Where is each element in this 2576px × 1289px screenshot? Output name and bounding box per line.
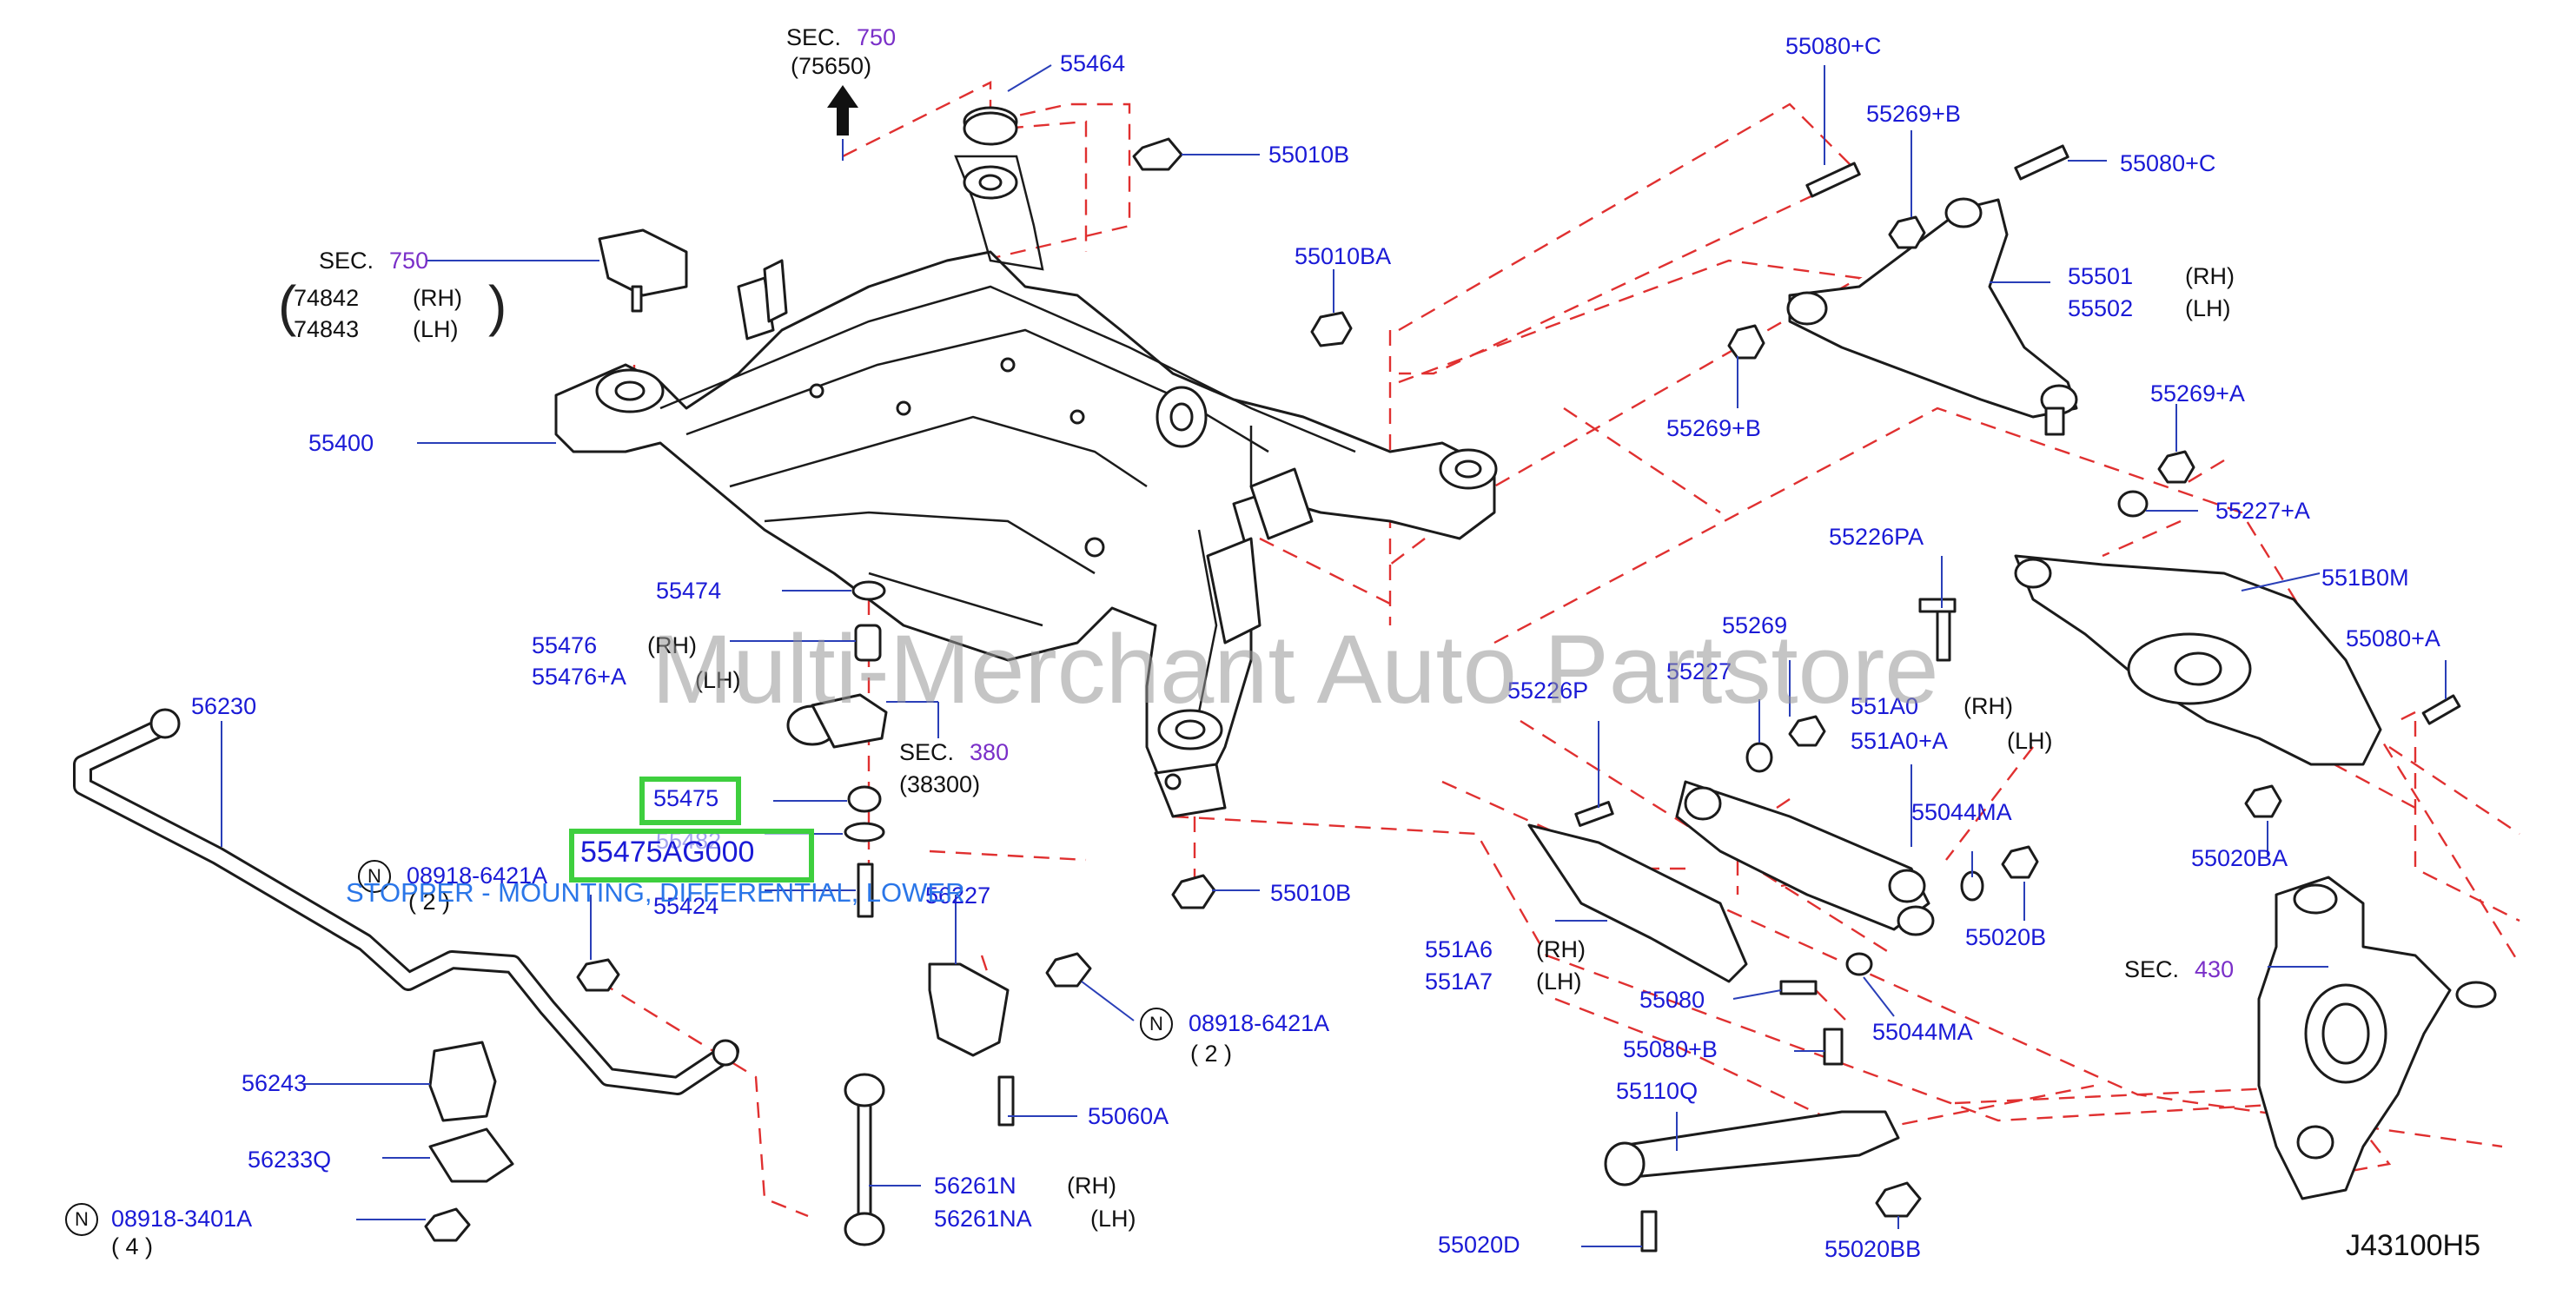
part-56243[interactable]: 56243 [242, 1070, 308, 1096]
paren-open-icon: ( [278, 274, 297, 337]
highlight-box-55475[interactable] [639, 777, 741, 825]
qty-2-right: ( 2 ) [1190, 1041, 1233, 1067]
part-08918-6421a-right[interactable]: 08918-6421A [1189, 1010, 1330, 1036]
part-55227a[interactable]: 55227+A [2215, 498, 2310, 524]
part-55476a[interactable]: 55476+A [532, 664, 626, 690]
part-55502[interactable]: 55502 [2068, 295, 2134, 321]
part-551a0[interactable]: 551A0 [1851, 693, 1919, 719]
lh-551a0a: (LH) [2007, 728, 2053, 754]
part-55400[interactable]: 55400 [308, 430, 374, 456]
section-sub-mid: (38300) [899, 771, 981, 797]
qty-4: ( 4 ) [111, 1233, 154, 1259]
part-55476[interactable]: 55476 [532, 632, 598, 658]
section-sub-top: (75650) [791, 53, 872, 79]
part-56261na[interactable]: 56261NA [934, 1206, 1032, 1232]
lh-55502: (LH) [2185, 295, 2231, 321]
diagram-code: J43100H5 [2345, 1229, 2480, 1262]
lh-55476a: (LH) [695, 667, 741, 693]
part-551a6[interactable]: 551A6 [1425, 936, 1493, 962]
section-ref-top[interactable]: SEC. 750 [786, 26, 896, 50]
section-label: SEC. [2124, 956, 2180, 982]
part-55060a[interactable]: 55060A [1088, 1103, 1169, 1129]
rh-551a0: (RH) [1963, 693, 2013, 719]
rh-551a6: (RH) [1536, 936, 1586, 962]
part-55501[interactable]: 55501 [2068, 263, 2134, 289]
part-08918-3401a[interactable]: 08918-3401A [111, 1206, 253, 1232]
part-55226pa[interactable]: 55226PA [1829, 524, 1924, 550]
part-55080[interactable]: 55080 [1639, 987, 1705, 1013]
part-56230[interactable]: 56230 [191, 693, 257, 719]
up-arrow [827, 85, 858, 136]
part-55044ma-2[interactable]: 55044MA [1872, 1019, 1973, 1045]
part-55269[interactable]: 55269 [1722, 612, 1788, 638]
part-55010b-bottom[interactable]: 55010B [1270, 880, 1352, 906]
part-55269a[interactable]: 55269+A [2150, 380, 2245, 407]
part-55474[interactable]: 55474 [656, 578, 722, 604]
part-55020bb[interactable]: 55020BB [1824, 1236, 1922, 1262]
part-55010b-top[interactable]: 55010B [1268, 142, 1350, 168]
part-55020b-right[interactable]: 55020B [1965, 924, 2047, 950]
rear-subframe [554, 106, 1498, 818]
section-ref-right[interactable]: SEC. 430 [2124, 958, 2234, 982]
part-55424[interactable]: 55424 [653, 893, 719, 919]
highlight-box-part-number[interactable] [569, 829, 814, 882]
highlight-part-number[interactable]: 55475AG000 [580, 836, 755, 869]
part-56233q[interactable]: 56233Q [248, 1147, 332, 1173]
qty-2-left: ( 2 ) [408, 889, 451, 915]
part-55080a[interactable]: 55080+A [2346, 625, 2440, 651]
part-551a7[interactable]: 551A7 [1425, 968, 1493, 995]
part-551b0m[interactable]: 551B0M [2321, 565, 2409, 591]
part-551a0a[interactable]: 551A0+A [1851, 728, 1948, 754]
part-56227[interactable]: 56227 [925, 882, 991, 909]
part-55464[interactable]: 55464 [1060, 50, 1126, 76]
section-ref-mid[interactable]: SEC. 380 [899, 741, 1009, 764]
lh-551a7: (LH) [1536, 968, 1582, 995]
part-55110q[interactable]: 55110Q [1616, 1078, 1699, 1104]
rh-56261n: (RH) [1067, 1173, 1116, 1199]
n-circle-icon-right: N [1140, 1008, 1173, 1041]
part-55227[interactable]: 55227 [1666, 658, 1732, 684]
part-55269b-1[interactable]: 55269+B [1866, 101, 1961, 127]
leader-lines [221, 64, 2447, 1247]
section-label: SEC. [899, 739, 955, 765]
section-ref-left[interactable]: SEC. 750 [319, 249, 428, 273]
part-55020d[interactable]: 55020D [1438, 1232, 1520, 1258]
part-55044ma-1[interactable]: 55044MA [1911, 799, 2012, 825]
part-55080c-2[interactable]: 55080+C [2120, 150, 2216, 176]
part-55475[interactable]: 55475 [653, 785, 719, 811]
section-number: 750 [857, 24, 897, 50]
rh-74842: (RH) [413, 285, 462, 311]
watermark: Multi-Merchant Auto Partstore [652, 615, 1939, 724]
section-label: SEC. [786, 24, 842, 50]
part-55269b-2[interactable]: 55269+B [1666, 415, 1761, 441]
part-08918-6421a-left[interactable]: 08918-6421A [407, 863, 548, 889]
part-55020ba[interactable]: 55020BA [2191, 845, 2288, 871]
rh-55501: (RH) [2185, 263, 2235, 289]
highlight-description: STOPPER - MOUNTING, DIFFERENTIAL, LOWER [346, 877, 965, 908]
hardware-parts [73, 111, 2497, 1253]
part-74843[interactable]: 74843 [294, 316, 360, 342]
n-circle-icon-3401a: N [65, 1203, 98, 1236]
part-56261n[interactable]: 56261N [934, 1173, 1016, 1199]
part-74842[interactable]: 74842 [294, 285, 360, 311]
section-label: SEC. [319, 248, 374, 274]
part-55080b[interactable]: 55080+B [1623, 1036, 1718, 1062]
section-number: 380 [970, 739, 1010, 765]
part-55010ba[interactable]: 55010BA [1295, 243, 1392, 269]
section-number: 750 [389, 248, 429, 274]
n-circle-icon-left: N [358, 860, 391, 893]
part-55080c-1[interactable]: 55080+C [1785, 33, 1882, 59]
rh-55476: (RH) [647, 632, 697, 658]
part-55226p[interactable]: 55226P [1507, 678, 1589, 704]
lh-74843: (LH) [413, 316, 459, 342]
section-number: 430 [2195, 956, 2235, 982]
paren-close-icon: ) [488, 274, 507, 337]
lh-56261na: (LH) [1090, 1206, 1136, 1232]
